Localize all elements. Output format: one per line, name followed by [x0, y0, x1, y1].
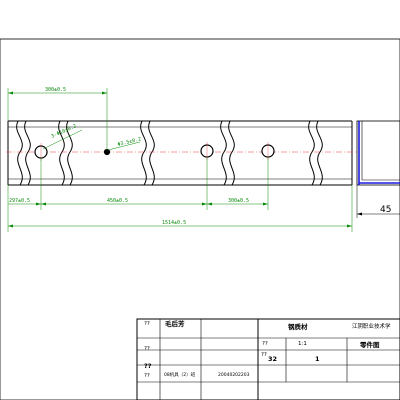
dim-mid-450: 450±0.5	[107, 198, 128, 204]
tb-class-name: 08机具（2）班	[164, 371, 196, 378]
tb-r3c1: ??	[144, 362, 152, 370]
title-block	[136, 318, 400, 400]
tb-material: 钢质材	[288, 322, 308, 331]
tb-r2c1: ??	[144, 346, 150, 352]
tb-r1c1: ??	[144, 321, 150, 327]
title-block-text: ?? 毛后芳 钢质材 江阴职业技术学 ?? ?? 1:1 零件图 ?? ?? 3…	[144, 319, 391, 379]
tb-r2c3: ??	[262, 341, 268, 347]
tb-r3c4: 32	[268, 355, 277, 363]
tb-r4c1: ??	[144, 373, 150, 379]
tb-student-id: 20040202203	[218, 372, 250, 378]
tb-designer: 毛后芳	[165, 319, 185, 328]
dim-hole-dia: 3-Φ10±0.2	[50, 123, 77, 140]
dim-total-1514: 1514±0.5	[162, 220, 186, 226]
side-dimension: 45	[356, 185, 400, 218]
dimension-lines	[7, 88, 353, 232]
tb-school: 江阴职业技术学	[352, 322, 391, 330]
dim-right-300: 300±0.5	[228, 198, 249, 204]
dim-side-45: 45	[380, 205, 391, 215]
dimension-arrows	[8, 91, 352, 228]
tb-scale: 1:1	[298, 341, 307, 347]
dim-small-hole-dia: Φ3.5±0.2	[117, 136, 142, 148]
dim-top-300: 300±0.5	[45, 87, 66, 93]
beam-front-view	[7, 120, 353, 186]
beam-side-view	[356, 120, 400, 186]
tb-part-drawing: 零件图	[359, 340, 380, 349]
hole-2-small	[103, 148, 111, 156]
tb-quantity: 1	[315, 355, 320, 363]
drawing-frame	[0, 38, 400, 400]
dim-left-297: 297±0.5	[9, 198, 30, 204]
tb-r3c3: ??	[261, 352, 267, 358]
